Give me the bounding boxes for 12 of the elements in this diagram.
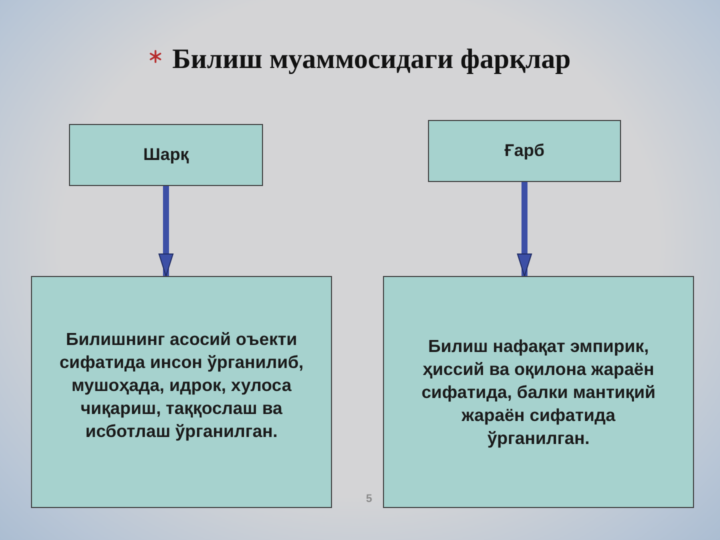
text-box [428,120,621,182]
box-text: Билишнинг асосий оъекти сифатида инсон ўрганилиб, мушоҳада, идрок, хулоса чиқариш, таққослаш ва исботлаш ўрганилган. [58,328,305,442]
arrow [517,182,532,276]
text-box [383,276,694,508]
text-box [31,276,332,508]
arrow [158,186,174,276]
slide-number: 5 [366,492,372,506]
box-text: Билиш нафақат эмпирик, ҳиссий ва оқилона жараён сифатида, балки мантиқий жараён сифатида ўрганилган. [420,334,657,450]
slide-title: Билиш муаммосидаги фарқлар [172,43,571,77]
box-text: Ғарб [504,140,544,162]
box-text: Шарқ [143,144,189,166]
text-box [69,124,263,186]
